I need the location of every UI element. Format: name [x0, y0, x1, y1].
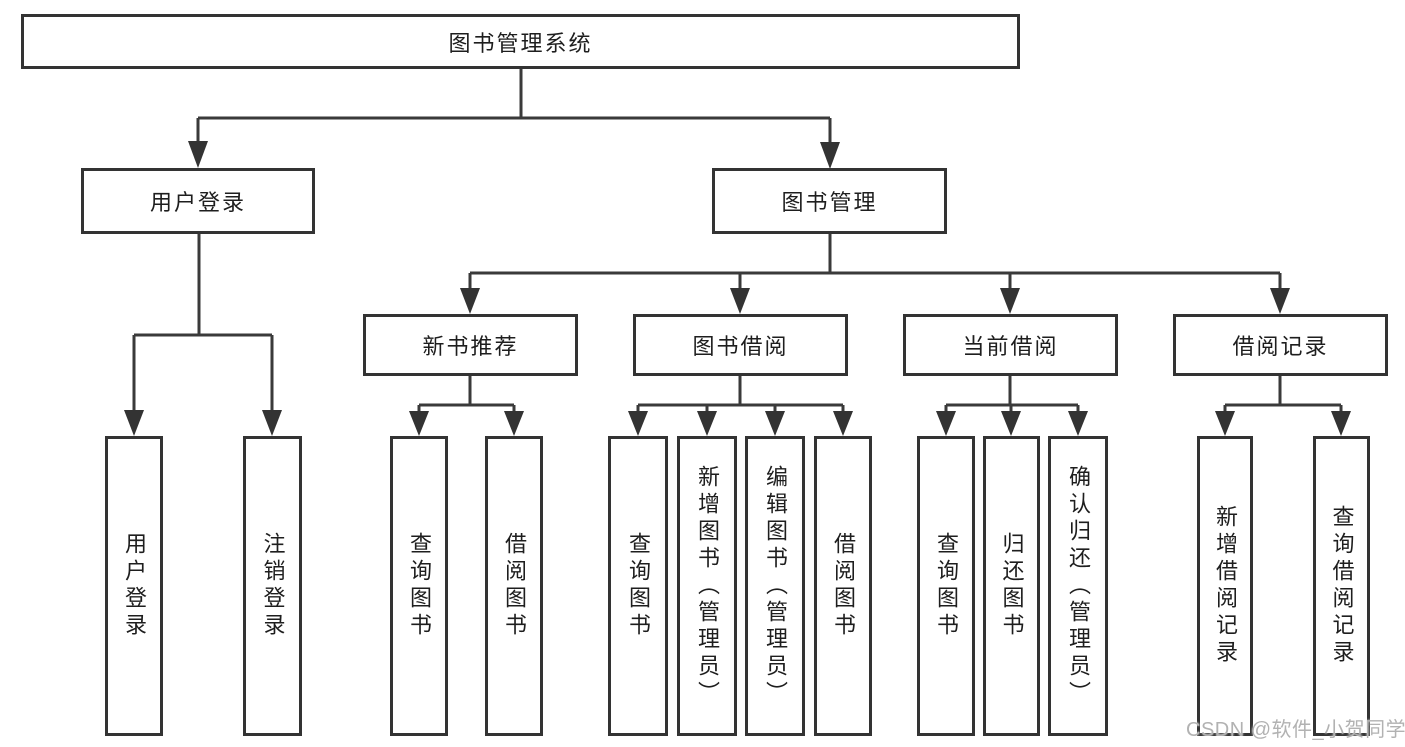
- node-borrow-record: 借阅记录: [1173, 314, 1388, 376]
- node-book-management-label: 图书管理: [781, 190, 878, 215]
- leaf-add-borrow-record: 新增借阅记录: [1197, 436, 1253, 736]
- connector-new-book-recommend-to-leaves: [409, 376, 524, 436]
- csdn-watermark: CSDN @软件_小贺同学: [1186, 719, 1405, 741]
- leaf-confirm-return-admin: 确认归还（管理员）: [1048, 436, 1108, 736]
- leaf-edit-book-admin-label: 编辑图书（管理员）: [763, 464, 788, 708]
- leaf-borrow-books-recommend-label: 借阅图书: [502, 532, 527, 640]
- leaf-edit-book-admin: 编辑图书（管理员）: [745, 436, 805, 736]
- leaf-query-books-current-label: 查询图书: [934, 532, 959, 640]
- node-user-login-label: 用户登录: [149, 190, 246, 215]
- node-borrow-record-label: 借阅记录: [1232, 334, 1329, 359]
- node-current-borrow-label: 当前借阅: [962, 334, 1059, 359]
- connector-book-borrow-to-leaves: [628, 376, 853, 436]
- leaf-query-borrow-record: 查询借阅记录: [1313, 436, 1370, 736]
- leaf-add-book-admin-label: 新增图书（管理员）: [695, 464, 720, 708]
- leaf-query-books-borrow-label: 查询图书: [626, 532, 651, 640]
- node-book-borrow-label: 图书借阅: [692, 334, 789, 359]
- leaf-user-login: 用户登录: [105, 436, 163, 736]
- leaf-logout-login-label: 注销登录: [260, 532, 286, 640]
- node-book-management: 图书管理: [712, 168, 947, 234]
- leaf-user-login-label: 用户登录: [122, 532, 147, 640]
- leaf-logout-login: 注销登录: [243, 436, 302, 736]
- leaf-add-borrow-record-label: 新增借阅记录: [1213, 505, 1238, 667]
- node-new-book-recommend: 新书推荐: [363, 314, 578, 376]
- connector-root-to-branches: [188, 69, 840, 169]
- connector-current-borrow-to-leaves: [936, 376, 1088, 436]
- leaf-borrow-books-label: 借阅图书: [831, 532, 856, 640]
- leaf-add-book-admin: 新增图书（管理员）: [677, 436, 737, 736]
- leaf-borrow-books: 借阅图书: [814, 436, 872, 736]
- connector-borrow-record-to-leaves: [1215, 376, 1351, 436]
- node-user-login: 用户登录: [81, 168, 315, 234]
- leaf-confirm-return-admin-label: 确认归还（管理员）: [1066, 464, 1091, 708]
- leaf-query-books-borrow: 查询图书: [608, 436, 668, 736]
- leaf-return-book-label: 归还图书: [999, 532, 1025, 640]
- leaf-borrow-books-recommend: 借阅图书: [485, 436, 543, 736]
- connector-user-login-to-leaves: [124, 234, 282, 436]
- node-root: 图书管理系统: [21, 14, 1020, 69]
- leaf-query-books-recommend-label: 查询图书: [407, 532, 432, 640]
- node-root-label: 图书管理系统: [448, 30, 593, 56]
- node-current-borrow: 当前借阅: [903, 314, 1118, 376]
- leaf-query-books-recommend: 查询图书: [390, 436, 448, 736]
- connector-book-management-to-level3: [460, 234, 1290, 314]
- leaf-return-book: 归还图书: [983, 436, 1040, 736]
- leaf-query-borrow-record-label: 查询借阅记录: [1329, 505, 1355, 667]
- node-new-book-recommend-label: 新书推荐: [422, 334, 519, 359]
- leaf-query-books-current: 查询图书: [917, 436, 975, 736]
- node-book-borrow: 图书借阅: [633, 314, 848, 376]
